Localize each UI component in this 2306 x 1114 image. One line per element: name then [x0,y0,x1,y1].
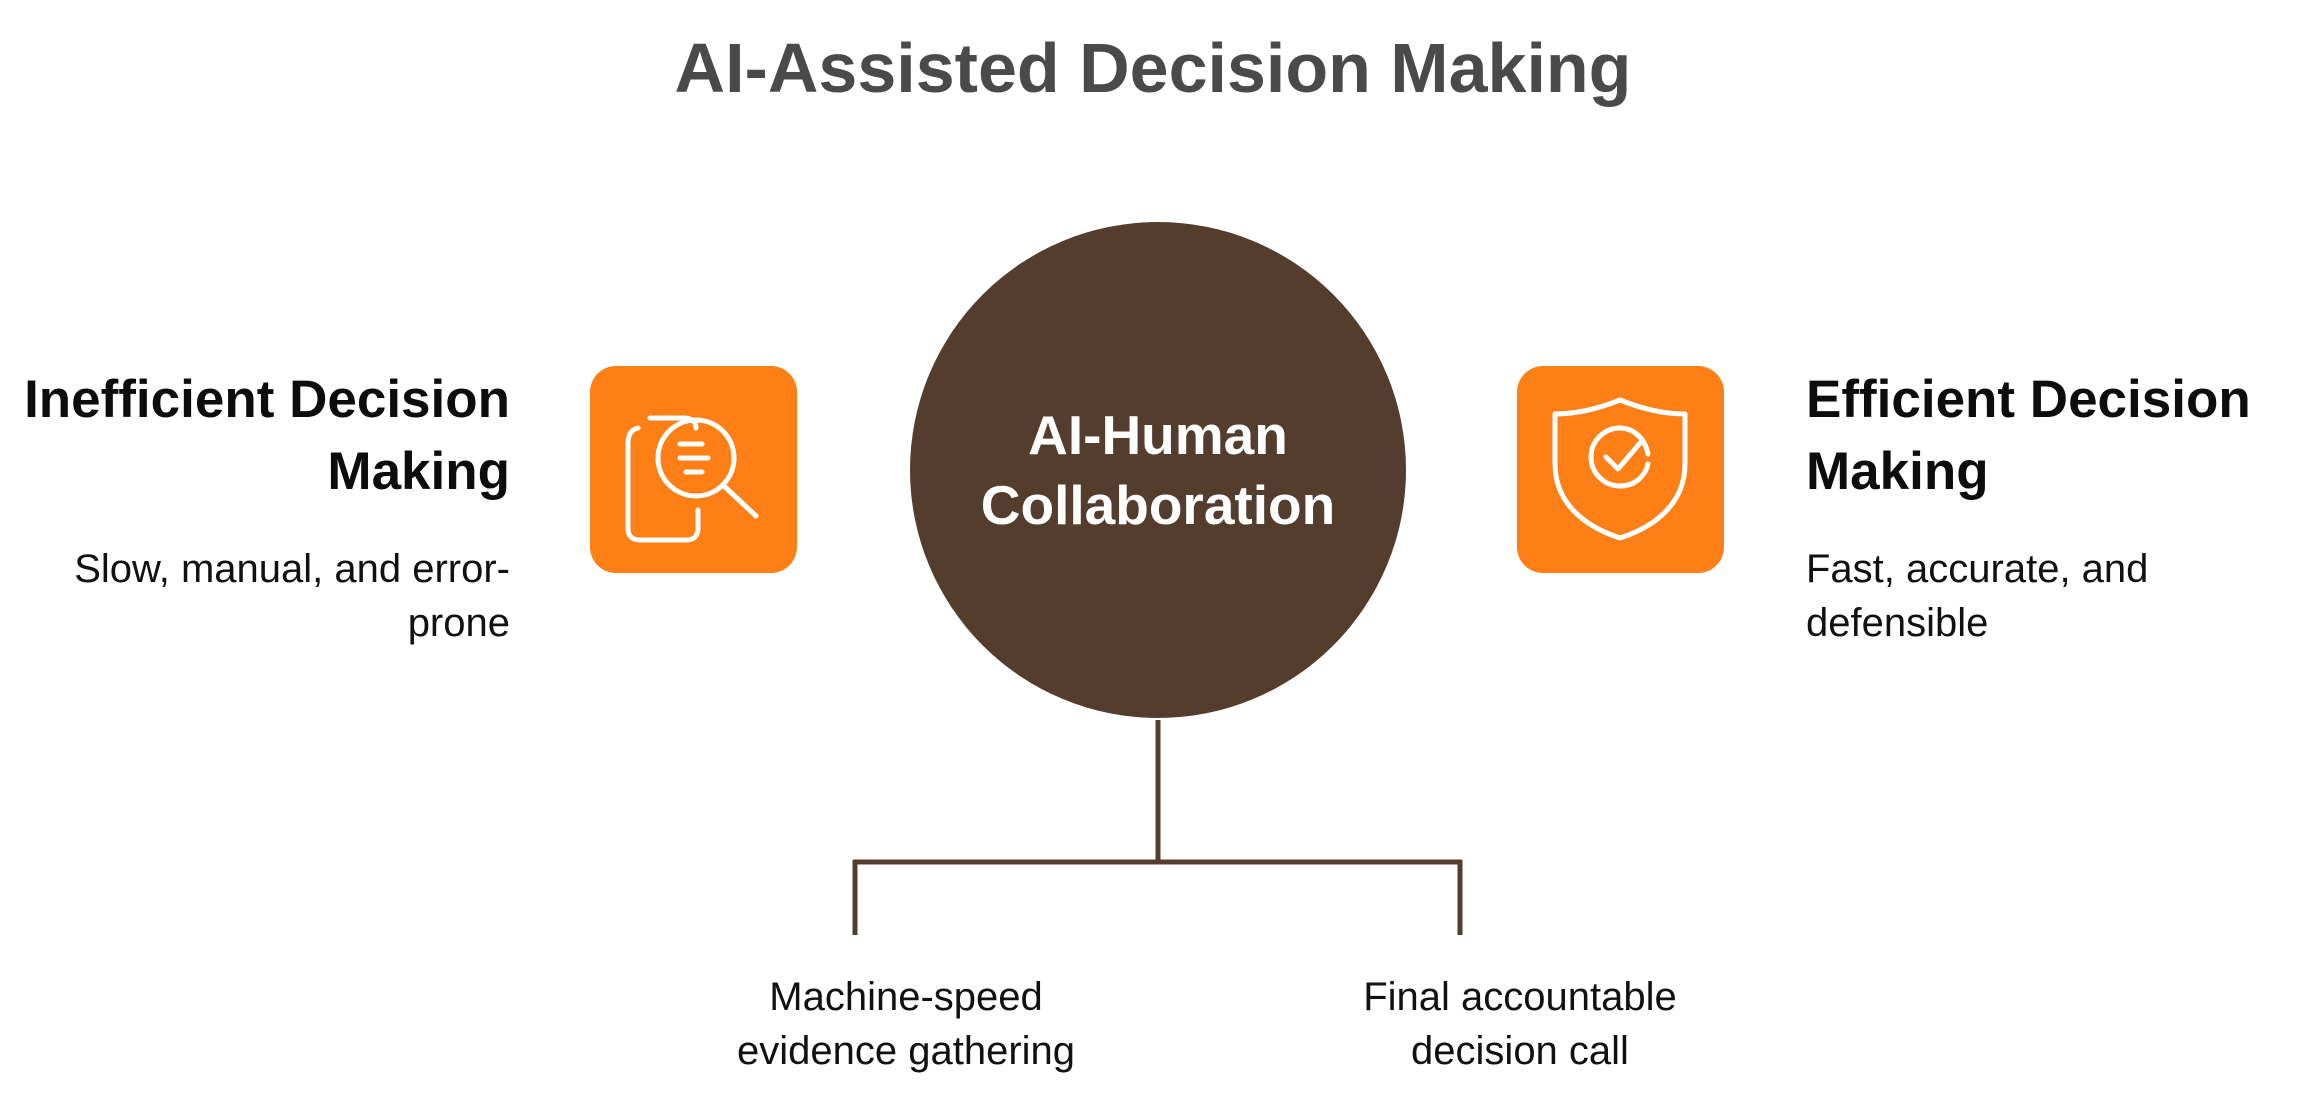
right-heading: Efficient Decision Making [1806,370,2251,501]
center-hub: AI-Human Collaboration [910,222,1406,718]
shield-check-icon [1552,397,1688,541]
document-search-icon [625,415,759,543]
branch-label-decision: Final accountable decision call [1363,975,1677,1073]
center-label: AI-Human Collaboration [980,404,1336,536]
left-heading: Inefficient Decision Making [24,370,510,501]
right-description: Fast, accurate, and defensible [1806,547,2149,645]
branch-label-evidence: Machine-speed evidence gathering [736,975,1076,1073]
diagram-title: AI-Assisted Decision Making [674,29,1632,107]
left-description: Slow, manual, and error-prone [74,547,510,645]
right-icon-tile [1517,366,1724,573]
left-icon-tile [590,366,797,573]
